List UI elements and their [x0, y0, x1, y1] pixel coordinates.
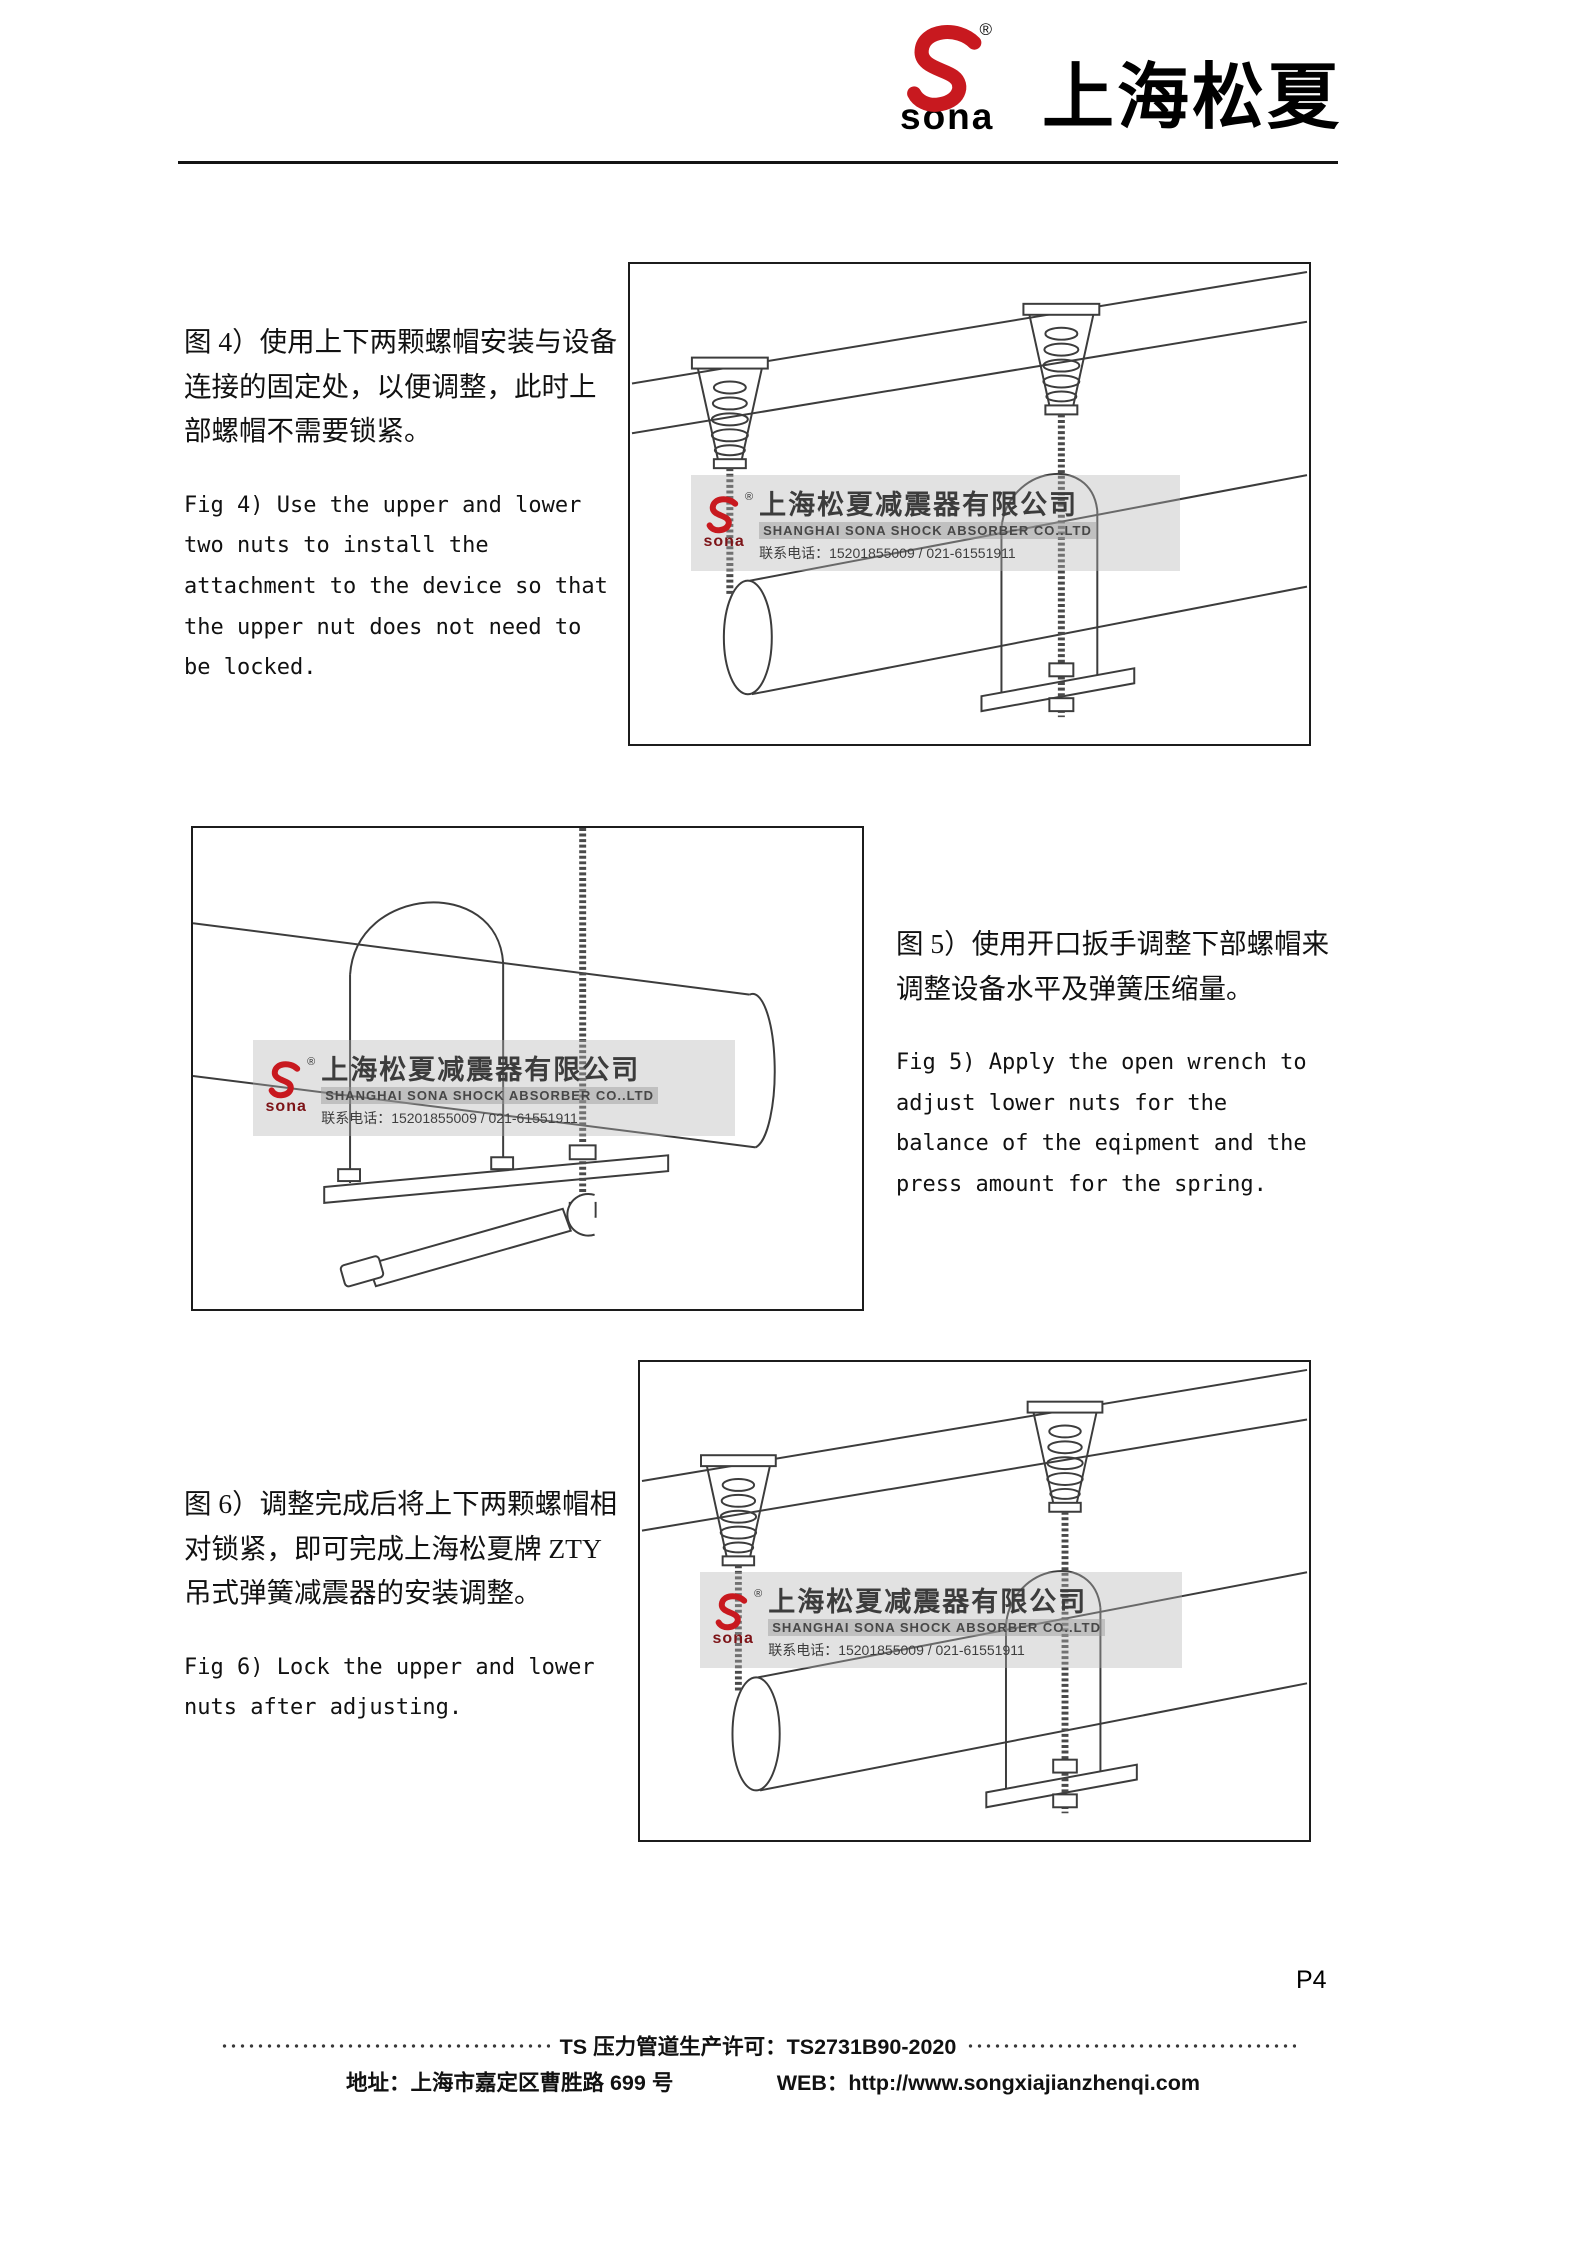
- footer-website: WEB：http://www.songxiajianzhenqi.com: [776, 2071, 1200, 2095]
- figure5-image: ® sona 上海松夏减震器有限公司 SHANGHAI SONA SHOCK A…: [191, 826, 864, 1311]
- figure-watermark: ® sona 上海松夏减震器有限公司 SHANGHAI SONA SHOCK A…: [700, 1572, 1182, 1669]
- watermark-logo-text: sona: [265, 1097, 307, 1115]
- sona-s-icon: [265, 1060, 307, 1100]
- sona-s-icon: [703, 495, 745, 535]
- watermark-phone: 联系电话：15201855009 / 021-61551911: [321, 1109, 578, 1126]
- figure-watermark: ® sona 上海松夏减震器有限公司 SHANGHAI SONA SHOCK A…: [691, 475, 1180, 572]
- sona-logo-mark: ®: [896, 20, 1000, 116]
- brand-name: 上海松夏: [1042, 58, 1343, 138]
- watermark-text: 上海松夏减震器有限公司 SHANGHAI SONA SHOCK ABSORBER…: [321, 1048, 658, 1128]
- watermark-text: 上海松夏减震器有限公司 SHANGHAI SONA SHOCK ABSORBER…: [768, 1580, 1105, 1660]
- watermark-company-en: SHANGHAI SONA SHOCK ABSORBER CO..LTD: [768, 1619, 1105, 1637]
- figure6-image: ® sona 上海松夏减震器有限公司 SHANGHAI SONA SHOCK A…: [638, 1360, 1311, 1842]
- footer-certification-line: TS 压力管道生产许可：TS2731B90-2020: [210, 2030, 1306, 2061]
- watermark-sona-logo: ® sona: [703, 491, 753, 551]
- footer-contact-line: 地址：上海市嘉定区曹胜路 699 号 WEB：http://www.songxi…: [346, 2066, 1200, 2097]
- figure5-text-block: 图 5）使用开口扳手调整下部螺帽来调整设备水平及弹簧压缩量。 Fig 5) Ap…: [896, 922, 1332, 1206]
- figure4-text-block: 图 4）使用上下两颗螺帽安装与设备连接的固定处，以便调整，此时上部螺帽不需要锁紧…: [184, 320, 620, 689]
- watermark-phone: 联系电话：15201855009 / 021-61551911: [759, 545, 1016, 562]
- watermark-company-cn: 上海松夏减震器有限公司: [321, 1054, 641, 1085]
- page-number: P4: [1296, 1966, 1327, 1994]
- watermark-company-en: SHANGHAI SONA SHOCK ABSORBER CO..LTD: [321, 1086, 658, 1104]
- registered-mark: ®: [307, 1055, 316, 1068]
- watermark-company-en: SHANGHAI SONA SHOCK ABSORBER CO..LTD: [759, 522, 1096, 540]
- figure4-caption-cn: 图 4）使用上下两颗螺帽安装与设备连接的固定处，以便调整，此时上部螺帽不需要锁紧…: [184, 326, 618, 447]
- figure6-caption-en: Fig 6) Lock the upper and lower nuts aft…: [184, 1654, 595, 1721]
- figure6-caption-cn: 图 6）调整完成后将上下两颗螺帽相对锁紧，即可完成上海松夏牌 ZTY 吊式弹簧减…: [184, 1488, 618, 1609]
- figure6-text-block: 图 6）调整完成后将上下两颗螺帽相对锁紧，即可完成上海松夏牌 ZTY 吊式弹簧减…: [184, 1482, 620, 1729]
- dotted-divider: [966, 2041, 1296, 2050]
- registered-mark: ®: [979, 20, 992, 39]
- watermark-company-cn: 上海松夏减震器有限公司: [759, 490, 1079, 521]
- header-divider: [178, 161, 1338, 164]
- watermark-logo-text: sona: [703, 533, 745, 551]
- registered-mark: ®: [745, 491, 754, 504]
- figure-watermark: ® sona 上海松夏减震器有限公司 SHANGHAI SONA SHOCK A…: [253, 1039, 735, 1136]
- figure4-image: ® sona 上海松夏减震器有限公司 SHANGHAI SONA SHOCK A…: [628, 262, 1311, 746]
- watermark-sona-logo: ® sona: [712, 1588, 763, 1648]
- watermark-company-cn: 上海松夏减震器有限公司: [768, 1587, 1088, 1618]
- dotted-divider: [220, 2041, 550, 2050]
- figure5-caption-en: Fig 5) Apply the open wrench to adjust l…: [896, 1050, 1307, 1198]
- watermark-sona-logo: ® sona: [265, 1056, 316, 1116]
- watermark-text: 上海松夏减震器有限公司 SHANGHAI SONA SHOCK ABSORBER…: [759, 483, 1096, 563]
- ts-certification-text: TS 压力管道生产许可：TS2731B90-2020: [559, 2035, 957, 2059]
- registered-mark: ®: [754, 1588, 763, 1601]
- figure4-caption-en: Fig 4) Use the upper and lower two nuts …: [184, 492, 608, 681]
- footer-address: 地址：上海市嘉定区曹胜路 699 号: [346, 2071, 674, 2095]
- sona-logo: ® sona: [896, 20, 1046, 138]
- watermark-logo-text: sona: [712, 1630, 754, 1648]
- figure5-caption-cn: 图 5）使用开口扳手调整下部螺帽来调整设备水平及弹簧压缩量。: [896, 928, 1330, 1004]
- watermark-phone: 联系电话：15201855009 / 021-61551911: [768, 1642, 1025, 1659]
- sona-s-icon: [712, 1592, 754, 1632]
